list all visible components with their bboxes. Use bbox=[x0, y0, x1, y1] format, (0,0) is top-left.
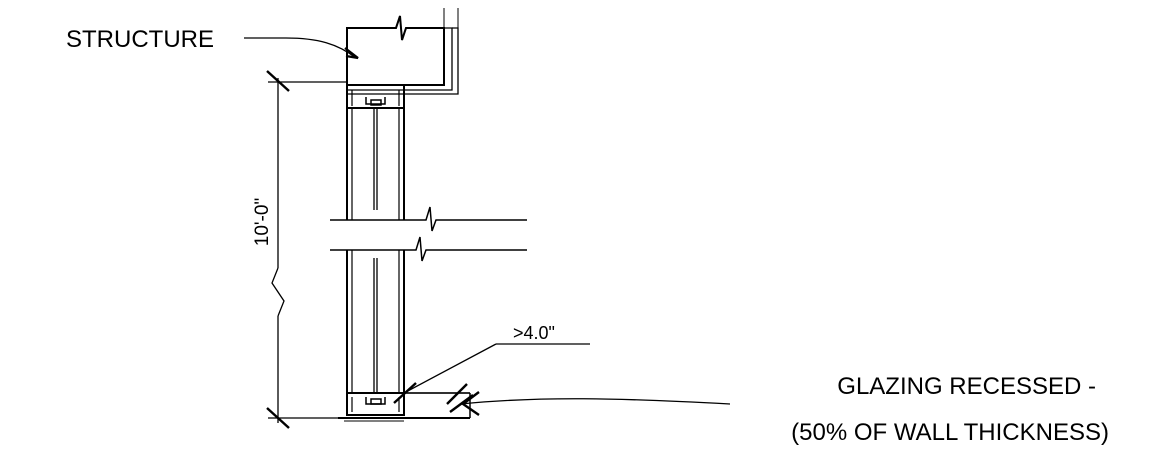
wall-jambs-lower bbox=[346, 250, 405, 393]
structure-callout: STRUCTURE bbox=[66, 26, 214, 53]
glazing-callout-line1: GLAZING RECESSED - bbox=[837, 373, 1096, 400]
structure-leader bbox=[244, 37, 359, 60]
glazing-leader bbox=[449, 391, 731, 416]
wall-jambs-upper bbox=[346, 108, 405, 220]
height-dimension-label: 10'-0" bbox=[252, 198, 273, 246]
height-dimension bbox=[266, 70, 347, 429]
recess-dimension bbox=[393, 343, 590, 405]
glazing-callout-line2: (50% OF WALL THICKNESS) bbox=[791, 419, 1109, 446]
structure-slab bbox=[346, 8, 459, 95]
glazing-upper bbox=[373, 108, 378, 210]
recess-dimension-label: >4.0" bbox=[513, 323, 555, 343]
sill-frame bbox=[338, 392, 471, 422]
head-frame bbox=[346, 84, 405, 109]
glazing-lower bbox=[373, 258, 378, 393]
section-break bbox=[330, 206, 527, 262]
